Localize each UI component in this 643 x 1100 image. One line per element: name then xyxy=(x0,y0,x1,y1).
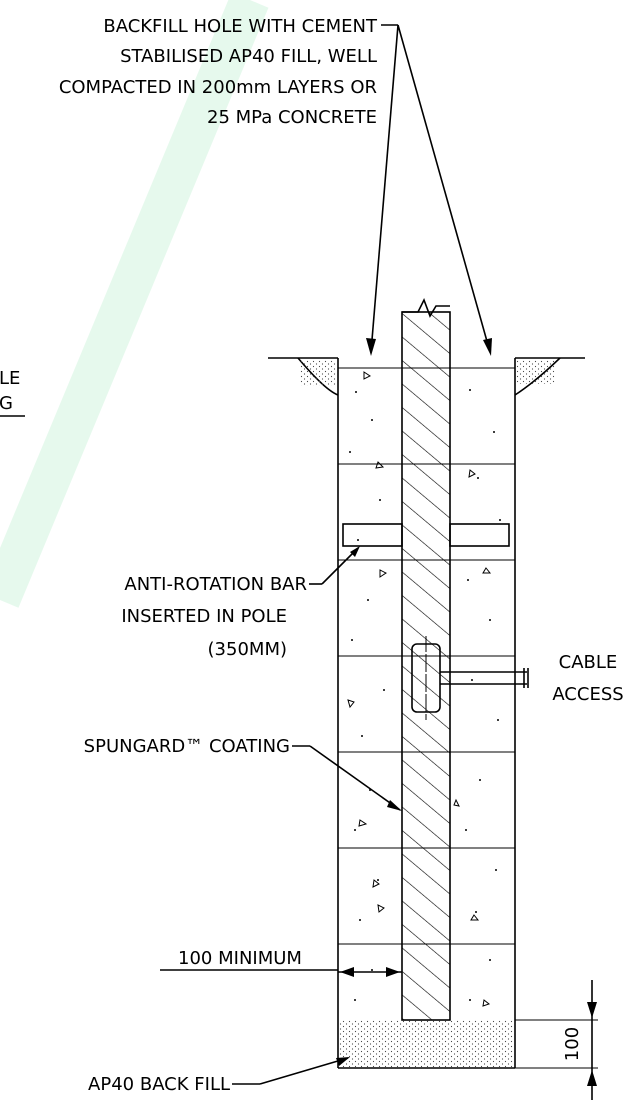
svg-text:BACKFILL HOLE WITH CEMENT: BACKFILL HOLE WITH CEMENT xyxy=(103,16,378,37)
svg-text:COMPACTED IN 200mm LAYERS OR: COMPACTED IN 200mm LAYERS OR xyxy=(59,77,377,98)
svg-text:G: G xyxy=(0,393,13,414)
svg-text:ACCESS: ACCESS xyxy=(552,684,623,705)
svg-text:LE: LE xyxy=(0,368,20,389)
svg-text:(350MM): (350MM) xyxy=(208,639,287,660)
base-depth-dimension: 100 xyxy=(515,980,598,1100)
coating-note: SPUNGARD™ COATING xyxy=(84,736,402,811)
ap40-back-fill-area xyxy=(339,1020,514,1067)
cable-access-fitting xyxy=(411,636,529,720)
anti-rotation-bar xyxy=(342,523,510,547)
watermark xyxy=(0,0,269,608)
excavation-hole xyxy=(337,358,516,1069)
svg-text:25 MPa CONCRETE: 25 MPa CONCRETE xyxy=(207,107,377,128)
svg-text:CABLE: CABLE xyxy=(559,652,618,673)
svg-text:STABILISED AP40 FILL, WELL: STABILISED AP40 FILL, WELL xyxy=(120,46,377,67)
svg-text:INSERTED IN POLE: INSERTED IN POLE xyxy=(121,606,287,627)
cable-access-note: CABLE ACCESS xyxy=(552,652,623,705)
svg-text:AP40 BACK FILL: AP40 BACK FILL xyxy=(88,1074,230,1095)
minimum-dimension: 100 MINIMUM xyxy=(160,948,402,977)
svg-text:ANTI-ROTATION BAR: ANTI-ROTATION BAR xyxy=(124,574,307,595)
svg-text:SPUNGARD™ COATING: SPUNGARD™ COATING xyxy=(84,736,290,757)
ground-surface xyxy=(268,357,585,396)
svg-text:100: 100 xyxy=(562,1027,583,1061)
cropped-note: LE G xyxy=(0,368,25,417)
concrete-fill-texture xyxy=(347,371,501,1007)
backfill-note: BACKFILL HOLE WITH CEMENT STABILISED AP4… xyxy=(59,16,492,356)
svg-text:100 MINIMUM: 100 MINIMUM xyxy=(178,948,302,969)
anti-rotation-note: ANTI-ROTATION BAR INSERTED IN POLE (350M… xyxy=(121,546,360,660)
back-fill-note: AP40 BACK FILL xyxy=(88,1057,350,1095)
